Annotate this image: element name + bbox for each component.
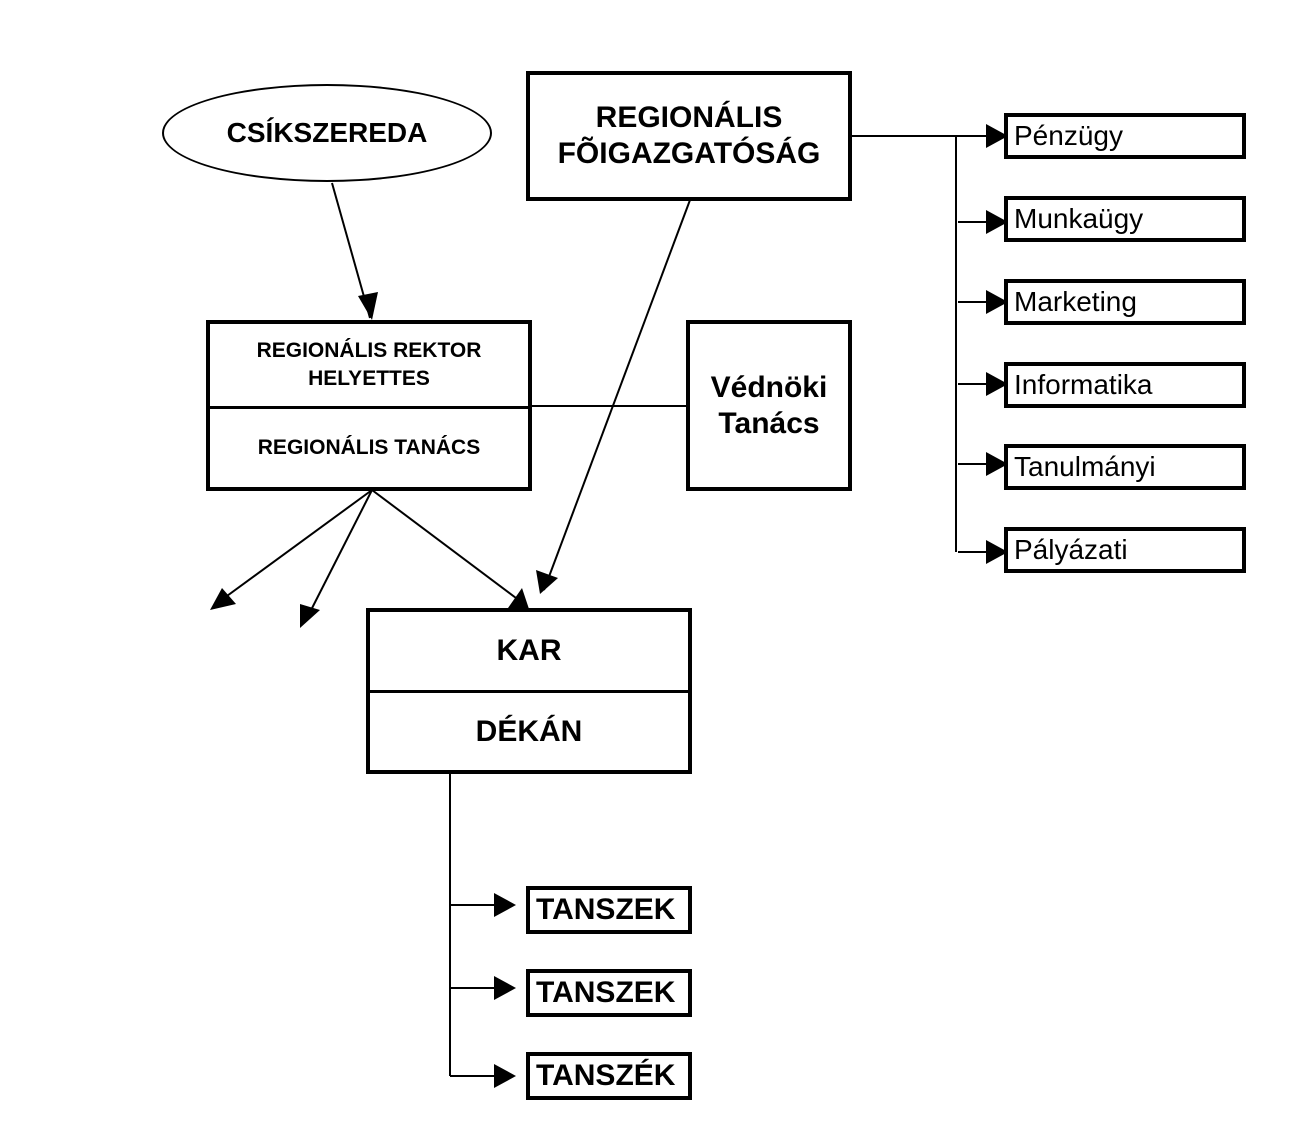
dept-branch-1-arrowhead [986,124,1008,148]
dept-branch-4-arrowhead [986,372,1008,396]
arrow-rektor-to-kar [371,489,525,605]
dept-informatika: Informatika [1004,362,1246,408]
tanszek-branch-2-arrowhead [494,976,516,1000]
dept-branch-5-arrowhead [986,452,1008,476]
dept-label: Tanulmányi [1014,451,1156,482]
kar-label: KAR [496,634,562,667]
tanacs-section: REGIONÁLIS TANÁCS [210,409,528,487]
dept-label: Pályázati [1014,534,1128,565]
tanszek-label: TANSZÉK [536,1059,676,1092]
dept-branch-2-arrowhead [986,210,1008,234]
vednoki-line2: Tanács [718,406,820,440]
tanszek-box-2: TANSZEK [526,969,692,1017]
dekan-section: DÉKÁN [370,693,688,770]
rektor-divider [210,406,528,409]
dept-label: Marketing [1014,286,1137,317]
dept-branch-3-arrowhead [986,290,1008,314]
dekan-label: DÉKÁN [475,714,583,748]
foigazgatosag-box: REGIONÁLIS FÕIGAZGATÓSÁG [526,71,852,201]
dept-tanulmanyi: Tanulmányi [1004,444,1246,490]
tanszek-box-3: TANSZÉK [526,1052,692,1100]
dept-label: Pénzügy [1014,120,1123,151]
arrow-rektor-left-1 [215,489,373,605]
kar-section: KAR [370,612,688,690]
regionalis-tanacs-label: REGIONÁLIS TANÁCS [257,436,481,459]
rektor-tanacs-box: REGIONÁLIS REKTOR HELYETTES REGIONÁLIS T… [206,320,532,491]
dept-label: Informatika [1014,369,1153,400]
kar-dekan-box: KAR DÉKÁN [366,608,692,774]
csikszereda-label: CSÍKSZEREDA [226,117,428,148]
tanszek-branch-1-arrowhead [494,893,516,917]
csikszereda-node: CSÍKSZEREDA [162,84,492,182]
tanszek-label: TANSZEK [536,976,676,1009]
vednoki-line1: Védnöki [710,370,828,404]
dept-branch-6-arrowhead [986,540,1008,564]
tanszek-label: TANSZEK [536,893,676,926]
vednoki-tanacs-box: Védnöki Tanács [686,320,852,491]
tanszek-branch-3-arrowhead [494,1064,516,1088]
foigazgatosag-line1: REGIONÁLIS [595,101,783,134]
dept-marketing: Marketing [1004,279,1246,325]
tanszek-box-1: TANSZEK [526,886,692,934]
dept-label: Munkaügy [1014,203,1144,234]
rektor-section: REGIONÁLIS REKTOR HELYETTES [210,324,528,406]
rektor-line1: REGIONÁLIS REKTOR [256,338,482,362]
kar-divider [370,690,688,693]
arrow-rektor-left-2 [305,489,373,621]
dept-penzugy: Pénzügy [1004,113,1246,159]
dept-palyazati: Pályázati [1004,527,1246,573]
rektor-line2: HELYETTES [308,367,430,390]
foigazgatosag-line2: FÕIGAZGATÓSÁG [557,137,821,170]
arrow-foigazgatosag-to-kar [543,199,691,591]
dept-munkaugy: Munkaügy [1004,196,1246,242]
